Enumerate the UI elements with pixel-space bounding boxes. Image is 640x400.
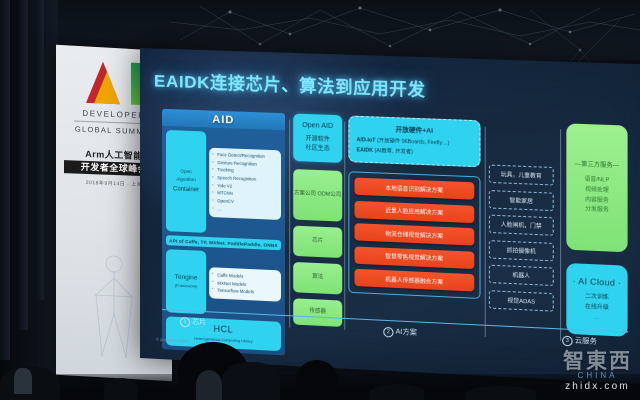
tengine-block: Tengine (Framework) xyxy=(166,249,207,314)
partner-box-algorithm: 算法 xyxy=(293,261,343,295)
network-pattern-backdrop xyxy=(170,5,640,48)
partner-box-chip: 芯片 xyxy=(293,225,343,258)
solution-item: 机器人传感器融合方案 xyxy=(354,269,475,292)
application-item: 玩具，儿童教育 xyxy=(488,164,554,186)
solution-item: 近景人脸应用解决方案 xyxy=(354,200,475,223)
tengine-model-list: Caffe Models MXNet Models Tensorflow Mod… xyxy=(209,267,282,302)
step-number: 2 xyxy=(383,326,394,338)
open-hardware-title: 开放硬件+AI xyxy=(395,126,433,135)
audience-head-7 xyxy=(370,384,424,400)
step-number: 1 xyxy=(180,316,191,328)
ai-cloud-box: · AI Cloud · 二次训练 在线升级 … xyxy=(566,263,628,337)
curtain-strip-2 xyxy=(34,0,44,300)
column-divider-2 xyxy=(344,121,346,331)
audience-head-4 xyxy=(196,370,222,400)
application-column: 玩具，儿童教育 智能家居 人脸闸机，门禁 抓拍摄像机 机器人 视觉ADAS xyxy=(488,164,554,318)
audience-hand xyxy=(14,368,32,394)
hardware-line-1-name: AID-IoT xyxy=(356,137,376,144)
list-item: … xyxy=(212,206,278,215)
application-item: 智能家居 xyxy=(488,189,554,211)
step-label: AI方案 xyxy=(395,328,417,337)
curtain-strip-1 xyxy=(18,0,28,330)
column-divider-3 xyxy=(484,126,486,338)
curtain-strip-3 xyxy=(0,0,10,360)
audience-head-8 xyxy=(466,386,536,400)
open-algorithm-container: Open Algorithm Container xyxy=(166,129,207,234)
open-aid-column: Open AID 开源软件 社区生态 方案公司 ODM公司 芯片 算法 传感器 xyxy=(293,113,343,327)
event-banner: DEVELOPER GLOBAL SUMMIT Arm人工智能 开发者全球峰会 … xyxy=(56,44,172,382)
third-party-items: 语音/NLP 视频处理 内容服务 分发服务 xyxy=(570,175,625,217)
tengine-name: Tengine xyxy=(174,274,198,283)
projection-screen: EAIDK连接芯片、算法到应用开发 AID Open Algorithm Con… xyxy=(140,48,640,385)
open-aid-box: Open AID 开源软件 社区生态 xyxy=(293,113,343,163)
ai-cloud-title: · AI Cloud · xyxy=(572,275,622,289)
human-figure-graphic xyxy=(94,255,134,358)
presentation-slide: EAIDK连接芯片、算法到应用开发 AID Open Algorithm Con… xyxy=(140,48,640,385)
column-divider-4 xyxy=(560,129,562,341)
column-divider-1 xyxy=(289,119,291,328)
step-number: 3 xyxy=(562,335,573,347)
slide-title: EAIDK连接芯片、算法到应用开发 xyxy=(153,71,426,100)
step-label: 云服务 xyxy=(574,337,597,346)
application-item: 抓拍摄像机 xyxy=(488,239,554,261)
ai-cloud-more: … xyxy=(594,314,600,322)
audience-head-6 xyxy=(104,378,138,400)
application-item: 人脸闸机，门禁 xyxy=(488,214,554,236)
third-party-title: —第三方服务— xyxy=(574,161,620,170)
open-hardware-box: 开放硬件+AI AID-IoT (开放硬件 96Boards, Firefly…… xyxy=(348,115,481,168)
open-aid-line2: 社区生态 xyxy=(305,144,330,152)
application-item: 机器人 xyxy=(488,264,554,287)
aid-feature-list: Face Detect/Recognition Gesture Recognit… xyxy=(209,147,282,221)
partner-box-sensor: 传感器 xyxy=(293,297,343,327)
hardware-line-2-name: EAIDK xyxy=(356,146,374,154)
ai-cloud-items: 二次训练 在线升级 xyxy=(570,292,625,314)
solution-list: 本地语音识别解决方案 近景人脸应用解决方案 物流仓储视觉解决方案 智慧零售视觉解… xyxy=(348,171,481,300)
audience-head-2 xyxy=(222,362,280,400)
audience-head-3 xyxy=(296,360,338,400)
list-item: 在线升级 xyxy=(585,303,609,311)
aid-container-line3: Container xyxy=(173,186,200,194)
hardware-line-2-desc: (AI教育, 开发者) xyxy=(374,147,413,156)
solution-item: 物流仓储视觉解决方案 xyxy=(354,223,475,246)
ai-summit-logo-icon xyxy=(86,60,142,106)
slide-copyright: © 2018 Arm China xyxy=(155,336,189,344)
hardware-line-1-desc: (开放硬件 96Boards, Firefly…) xyxy=(376,137,450,147)
list-item: 分发服务 xyxy=(585,206,609,214)
open-aid-title: Open AID xyxy=(302,121,334,131)
ai-solution-column: 开放硬件+AI AID-IoT (开放硬件 96Boards, Firefly…… xyxy=(348,115,481,300)
partner-box-solution: 方案公司 ODM公司 xyxy=(293,168,343,222)
tengine-sub: (Framework) xyxy=(174,283,198,290)
application-item: 视觉ADAS xyxy=(488,289,554,312)
step-label: 芯片 xyxy=(192,318,207,327)
solution-item: 智慧零售视觉解决方案 xyxy=(354,246,475,269)
api-bar: API of Caffe, TF, MXNet, PaddlePaddle, O… xyxy=(166,235,282,251)
aid-container-line2: Algorithm xyxy=(176,175,196,182)
third-party-service-box: —第三方服务— 语音/NLP 视频处理 内容服务 分发服务 xyxy=(566,123,628,253)
solution-item: 本地语音识别解决方案 xyxy=(354,177,475,200)
cloud-column: —第三方服务— 语音/NLP 视频处理 内容服务 分发服务 · AI Cloud… xyxy=(566,123,628,337)
